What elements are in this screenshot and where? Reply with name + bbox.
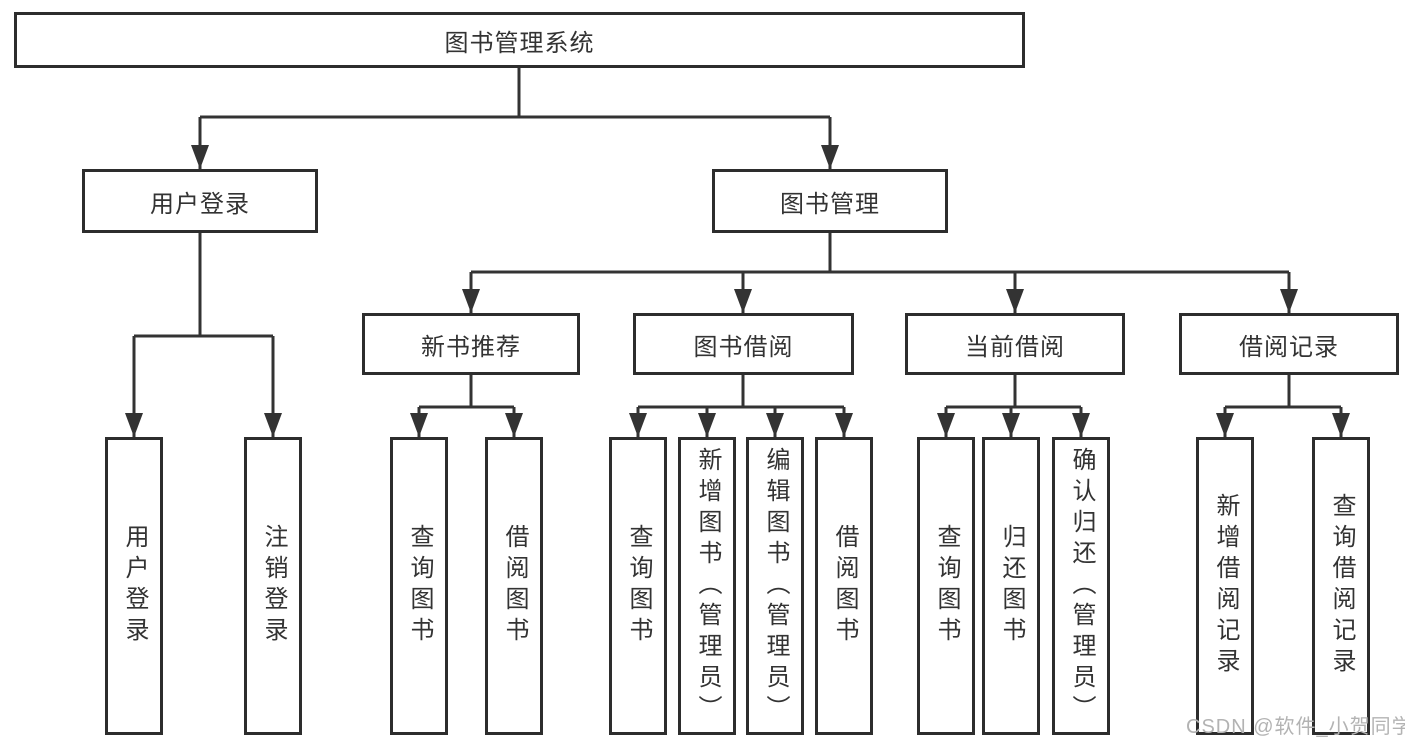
leaf-return-book-label: 归还图书 (998, 524, 1025, 648)
leaf-add-borrow-record-label: 新增借阅记录 (1212, 493, 1239, 679)
node-current-borrow-label: 当前借阅 (965, 333, 1065, 361)
leaf-query-book-recommend: 查询图书 (390, 437, 448, 735)
node-root-label: 图书管理系统 (444, 29, 595, 57)
leaf-query-book-recommend-label: 查询图书 (406, 524, 433, 648)
leaf-return-book: 归还图书 (982, 437, 1040, 735)
leaf-user-login-label: 用户登录 (121, 524, 148, 648)
leaf-borrow-book-label: 借阅图书 (831, 524, 858, 648)
leaf-borrow-book: 借阅图书 (815, 437, 873, 735)
leaf-user-login: 用户登录 (105, 437, 163, 735)
leaf-query-book-current-label: 查询图书 (933, 524, 960, 648)
node-book-borrow: 图书借阅 (633, 313, 854, 375)
node-current-borrow: 当前借阅 (905, 313, 1125, 375)
node-new-book-recommend-label: 新书推荐 (421, 333, 521, 361)
leaf-query-borrow-record-label: 查询借阅记录 (1328, 493, 1355, 679)
node-user-login-label: 用户登录 (150, 190, 250, 218)
node-book-borrow-label: 图书借阅 (693, 333, 794, 361)
leaf-query-borrow-record: 查询借阅记录 (1312, 437, 1370, 735)
leaf-logout: 注销登录 (244, 437, 302, 735)
node-root-system: 图书管理系统 (14, 12, 1025, 68)
node-book-management: 图书管理 (712, 169, 948, 233)
leaf-query-book-borrow: 查询图书 (609, 437, 667, 735)
leaf-logout-label: 注销登录 (260, 524, 287, 648)
leaf-edit-book-admin: 编辑图书（管理员） (746, 437, 804, 735)
leaf-add-book-admin: 新增图书（管理员） (678, 437, 736, 735)
leaf-borrow-book-recommend-label: 借阅图书 (501, 524, 528, 648)
node-new-book-recommend: 新书推荐 (362, 313, 580, 375)
leaf-edit-book-admin-label: 编辑图书（管理员） (762, 446, 789, 726)
leaf-query-book-borrow-label: 查询图书 (625, 524, 652, 648)
leaf-confirm-return-admin-label: 确认归还（管理员） (1068, 446, 1095, 726)
leaf-add-book-admin-label: 新增图书（管理员） (694, 446, 721, 726)
leaf-add-borrow-record: 新增借阅记录 (1196, 437, 1254, 735)
node-book-management-label: 图书管理 (780, 190, 880, 218)
csdn-watermark: CSDN @软件_小贺同学 (1186, 716, 1405, 738)
node-user-login: 用户登录 (82, 169, 318, 233)
node-borrow-records-label: 借阅记录 (1239, 333, 1339, 361)
node-borrow-records: 借阅记录 (1179, 313, 1399, 375)
leaf-query-book-current: 查询图书 (917, 437, 975, 735)
leaf-borrow-book-recommend: 借阅图书 (485, 437, 543, 735)
leaf-confirm-return-admin: 确认归还（管理员） (1052, 437, 1110, 735)
